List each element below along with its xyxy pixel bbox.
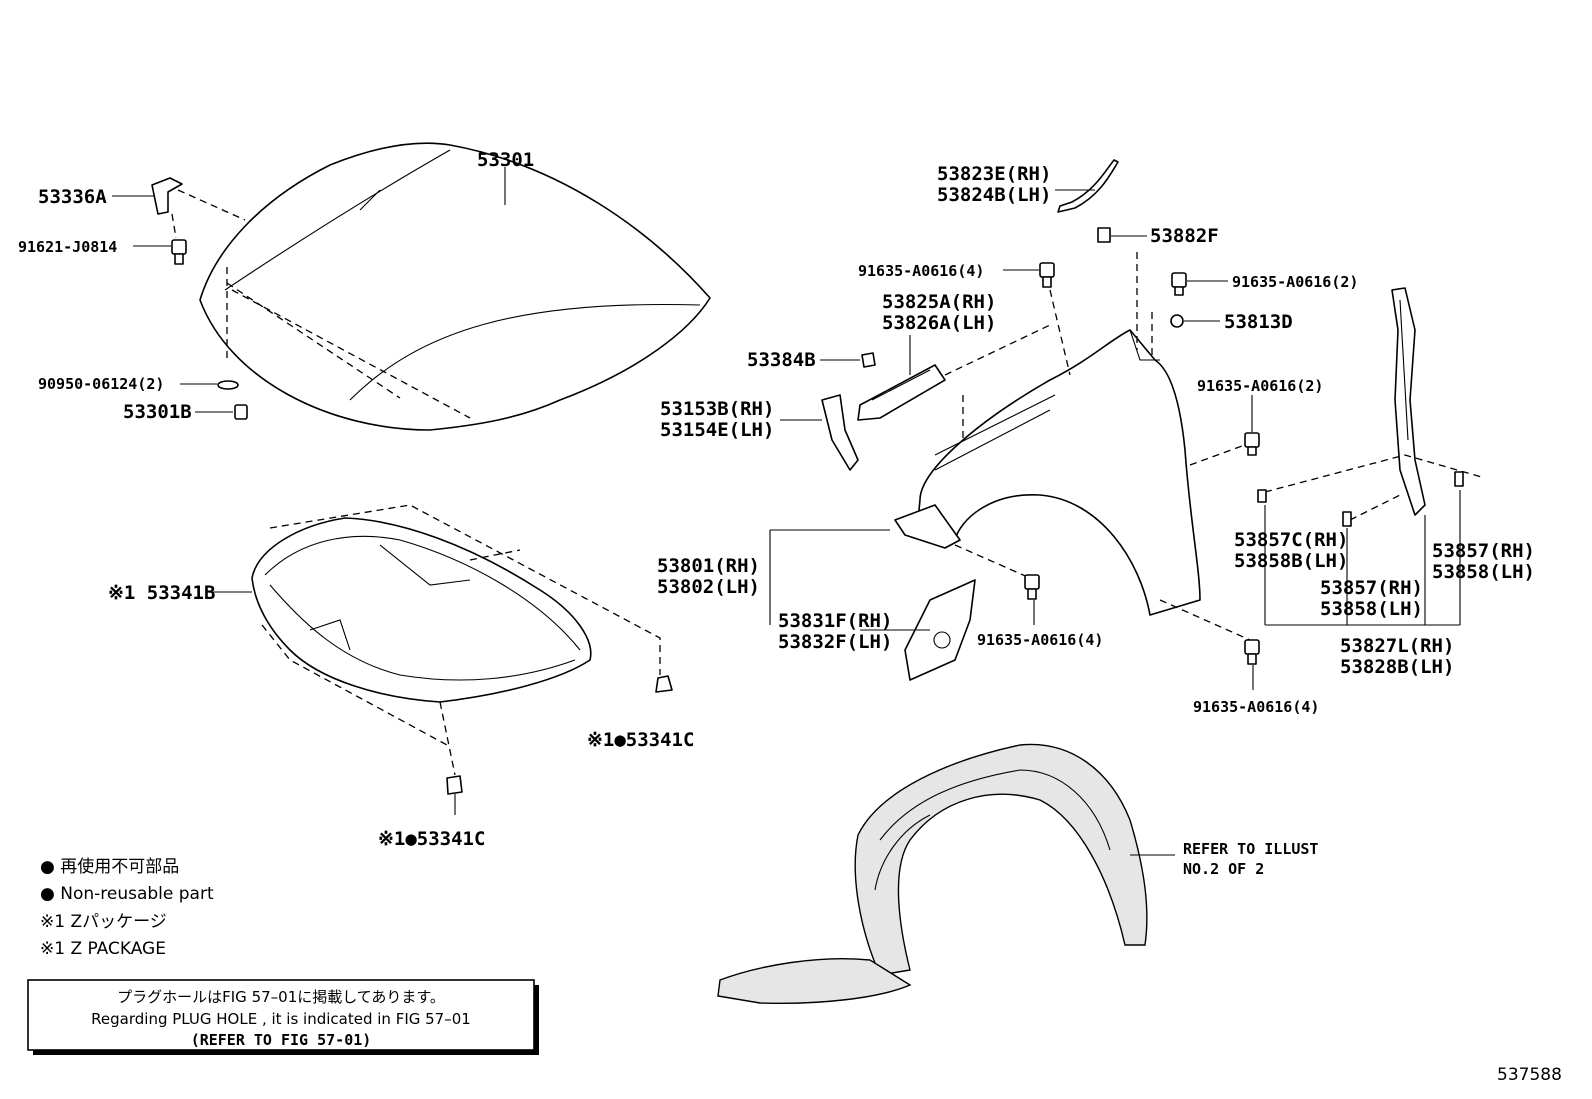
guide-53825A bbox=[944, 324, 1051, 376]
label-53341C-a: ※1●53341C bbox=[587, 729, 694, 751]
legend-en-nonreusable: ● Non-reusable part bbox=[40, 884, 214, 904]
bracket-bolt[interactable] bbox=[1039, 262, 1055, 288]
hood-stop-53301B[interactable] bbox=[234, 404, 248, 420]
fender-bolt-top[interactable] bbox=[1171, 272, 1187, 296]
figure-id: 537588 bbox=[1497, 1065, 1562, 1085]
label-91621: 91621-J0814 bbox=[18, 238, 117, 256]
hood-insulator-53341B[interactable] bbox=[251, 517, 592, 703]
fender-liner[interactable] bbox=[717, 743, 1148, 1005]
label-53823E: 53823E(RH) bbox=[937, 163, 1051, 185]
guide-insulator-3 bbox=[439, 701, 456, 776]
label-53802: 53802(LH) bbox=[657, 576, 760, 598]
label-53882F: 53882F bbox=[1150, 225, 1219, 247]
fender-bolt-lower[interactable] bbox=[1024, 574, 1040, 600]
guide-bracket-bolt bbox=[1049, 289, 1071, 376]
legend-jp-package: ※1 Zパッケージ bbox=[40, 912, 167, 932]
cushion-90950[interactable] bbox=[217, 380, 239, 390]
label-53858-b: 53858(LH) bbox=[1432, 561, 1535, 583]
label-53384B: 53384B bbox=[747, 349, 816, 371]
label-53828B: 53828B(LH) bbox=[1340, 656, 1454, 678]
label-53341B: ※1 53341B bbox=[108, 582, 215, 604]
label-53832F: 53832F(LH) bbox=[778, 631, 892, 653]
label-refer-1: REFER TO ILLUST bbox=[1183, 840, 1318, 858]
label-90950: 90950-06124(2) bbox=[38, 375, 164, 393]
guide-fender-bolt-rear bbox=[1159, 599, 1251, 641]
label-53824B: 53824B(LH) bbox=[937, 184, 1051, 206]
label-fender-bolt-top: 91635-A0616(2) bbox=[1232, 273, 1358, 291]
guide-bolt-hood bbox=[171, 213, 177, 239]
insulator-clip-lower[interactable] bbox=[446, 775, 463, 795]
front-fender-53801[interactable] bbox=[894, 329, 1201, 616]
label-53341C-b: ※1●53341C bbox=[378, 828, 485, 850]
hood-bolt-91621[interactable] bbox=[171, 239, 187, 265]
guide-rear-seal-1 bbox=[1264, 454, 1486, 493]
guide-fender-bolt-mid bbox=[1189, 445, 1243, 466]
guide-insulator-4 bbox=[469, 549, 521, 561]
guide-hood-2 bbox=[226, 282, 401, 399]
guide-insulator-2 bbox=[261, 624, 448, 746]
hood-bracket-53336A[interactable] bbox=[151, 177, 183, 215]
fender-bolt-rear[interactable] bbox=[1244, 639, 1260, 665]
label-fender-bolt-lower: 91635-A0616(4) bbox=[977, 631, 1103, 649]
guide-hood-4 bbox=[177, 189, 246, 221]
label-53857-a: 53857(RH) bbox=[1320, 577, 1423, 599]
label-fender-bolt-mid: 91635-A0616(2) bbox=[1197, 377, 1323, 395]
label-fender-bolt-rear: 91635-A0616(4) bbox=[1193, 698, 1319, 716]
label-53857-b: 53857(RH) bbox=[1432, 540, 1535, 562]
fender-seal-53823E[interactable] bbox=[1057, 159, 1119, 213]
label-53154E: 53154E(LH) bbox=[660, 419, 774, 441]
note-jp: プラグホールはFIG 57–01に掲載してあります。 bbox=[117, 988, 445, 1006]
pad-53857C[interactable] bbox=[1257, 489, 1267, 503]
note-ref: (REFER TO FIG 57-01) bbox=[191, 1031, 372, 1049]
legend-en-package: ※1 Z PACKAGE bbox=[40, 939, 166, 959]
label-53153B: 53153B(RH) bbox=[660, 398, 774, 420]
label-bracket-bolt: 91635-A0616(4) bbox=[858, 262, 984, 280]
grommet-53813D[interactable] bbox=[1170, 314, 1184, 328]
guide-rear-seal-2 bbox=[1349, 494, 1401, 521]
label-53801: 53801(RH) bbox=[657, 555, 760, 577]
label-53827L: 53827L(RH) bbox=[1340, 635, 1454, 657]
rear-seal-53827L[interactable] bbox=[1391, 287, 1426, 516]
pad-53857-b[interactable] bbox=[1454, 471, 1464, 487]
label-53858-a: 53858(LH) bbox=[1320, 598, 1423, 620]
note-box bbox=[27, 979, 535, 1051]
label-53857C: 53857C(RH) bbox=[1234, 529, 1348, 551]
insulator-clip-upper[interactable] bbox=[655, 675, 673, 693]
label-53825A: 53825A(RH) bbox=[882, 291, 996, 313]
guide-hood-3 bbox=[231, 289, 471, 419]
label-53826A: 53826A(LH) bbox=[882, 312, 996, 334]
seal-clip-53882F[interactable] bbox=[1097, 227, 1111, 243]
note-en: Regarding PLUG HOLE , it is indicated in… bbox=[91, 1010, 471, 1028]
label-refer-2: NO.2 OF 2 bbox=[1183, 860, 1264, 878]
label-53336A: 53336A bbox=[38, 186, 107, 208]
pad-53857-a[interactable] bbox=[1342, 511, 1352, 527]
guide-fender-bolt-lower bbox=[954, 544, 1031, 579]
legend-jp-nonreusable: ● 再使用不可部品 bbox=[40, 856, 179, 877]
label-53813D: 53813D bbox=[1224, 311, 1293, 333]
label-hood: 53301 bbox=[477, 149, 534, 171]
seal-53153B[interactable] bbox=[821, 394, 859, 471]
fender-stay-53831F[interactable] bbox=[904, 579, 976, 681]
clip-53384B[interactable] bbox=[861, 352, 876, 368]
label-53831F: 53831F(RH) bbox=[778, 610, 892, 632]
fender-bracket-53825A[interactable] bbox=[857, 364, 946, 421]
label-53858B: 53858B(LH) bbox=[1234, 550, 1348, 572]
fender-bolt-mid[interactable] bbox=[1244, 432, 1260, 456]
label-53301B: 53301B bbox=[123, 401, 192, 423]
hood-panel[interactable] bbox=[199, 142, 711, 431]
